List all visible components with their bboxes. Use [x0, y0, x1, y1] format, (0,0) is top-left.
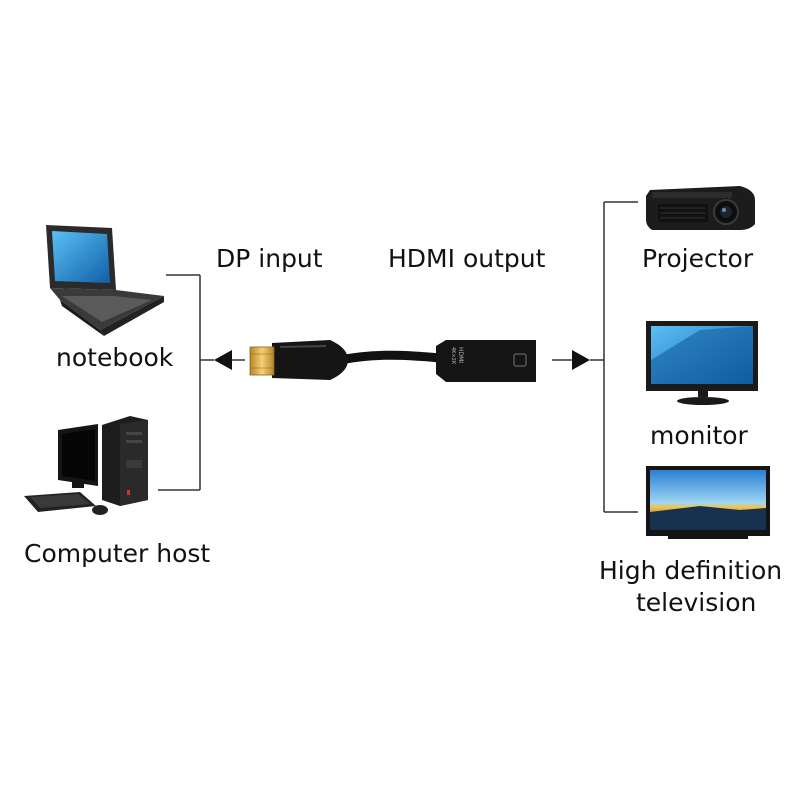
- right-bracket: [590, 201, 638, 513]
- notebook-label: notebook: [56, 343, 174, 372]
- monitor-label: monitor: [650, 421, 748, 450]
- monitor-icon: [646, 321, 758, 405]
- television-icon: [646, 466, 770, 539]
- adapter-print-hdmi: HDMI: [457, 347, 464, 363]
- laptop-icon: [46, 225, 164, 336]
- projector-label: Projector: [642, 244, 754, 273]
- dp-input-label: DP input: [216, 244, 323, 273]
- hdmi-output-label: HDMI output: [388, 244, 546, 273]
- projector-icon: [646, 186, 755, 230]
- dp-to-hdmi-adapter-cable: HDMI 4K×2K: [249, 340, 536, 382]
- adapter-print-4k: 4K×2K: [450, 347, 456, 365]
- desktop-computer-icon: [24, 416, 148, 515]
- right-arrow: [552, 350, 590, 370]
- left-arrow: [214, 350, 245, 370]
- hdtv-label-line2: television: [636, 588, 757, 617]
- hdtv-label-line1: High definition: [599, 556, 783, 585]
- computer-host-label: Computer host: [24, 539, 211, 568]
- left-bracket: [158, 274, 214, 491]
